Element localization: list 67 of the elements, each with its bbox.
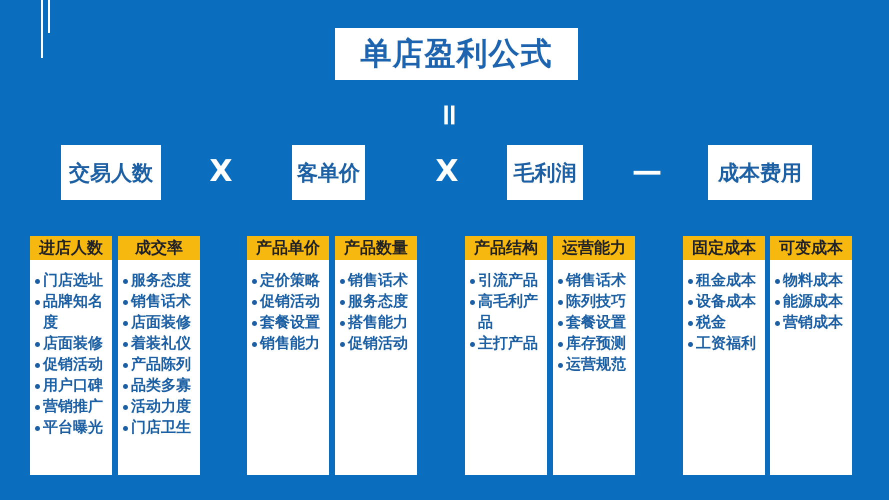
list-item: 营销推广 (43, 396, 103, 417)
list-item: 店面装修 (131, 312, 191, 333)
list-item: 平台曝光 (43, 417, 103, 438)
list-item: 引流产品 (478, 270, 538, 291)
list-item: 税金 (696, 312, 726, 333)
list-item: 门店选址 (43, 270, 103, 291)
column-header: 可变成本 (770, 236, 852, 260)
list-item: 促销活动 (43, 354, 103, 375)
list-item: 运营规范 (566, 354, 626, 375)
column-panel (683, 236, 765, 475)
term-box (507, 145, 583, 200)
list-item: 能源成本 (783, 291, 843, 312)
column-panel (247, 236, 329, 475)
term-box (292, 145, 365, 200)
list-item: 库存预测 (566, 333, 626, 354)
column-header: 产品结构 (465, 236, 547, 260)
column-header: 进店人数 (30, 236, 112, 260)
minus-sign: — (632, 156, 662, 188)
list-item: 工资福利 (696, 333, 756, 354)
list-item: 营销成本 (783, 312, 843, 333)
title: 单店盈利公式 (335, 28, 578, 80)
list-item: 品类多寡 (131, 375, 191, 396)
column-header: 运营能力 (553, 236, 635, 260)
term-box (708, 145, 812, 200)
term-box (61, 145, 161, 200)
term-label: 成本费用 (718, 160, 802, 186)
list-item: 活动力度 (131, 396, 191, 417)
list-item: 租金成本 (696, 270, 756, 291)
list-item: 着装礼仪 (131, 333, 191, 354)
list-item: 销售话术 (566, 270, 626, 291)
list-item: 套餐设置 (566, 312, 626, 333)
list-item: 套餐设置 (260, 312, 320, 333)
multiply-sign: X (435, 156, 459, 188)
column-header: 成交率 (118, 236, 200, 260)
list-item: 设备成本 (696, 291, 756, 312)
column-header: 产品数量 (335, 236, 417, 260)
list-item: 销售话术 (348, 270, 408, 291)
column-panel (770, 236, 852, 475)
column-panel (553, 236, 635, 475)
column-panel (118, 236, 200, 475)
list-item: 定价策略 (260, 270, 320, 291)
equals-sign: = (433, 102, 465, 128)
column-header: 产品单价 (247, 236, 329, 260)
term-label: 客单价 (297, 160, 360, 186)
list-item: 促销活动 (260, 291, 320, 312)
column-header: 固定成本 (683, 236, 765, 260)
list-item: 服务态度 (348, 291, 408, 312)
list-item: 服务态度 (131, 270, 191, 291)
column-panel (335, 236, 417, 475)
list-item: 产品陈列 (131, 354, 191, 375)
list-item: 主打产品 (478, 333, 538, 354)
column-panel (30, 236, 112, 475)
list-item: 促销活动 (348, 333, 408, 354)
term-label: 毛利润 (514, 160, 576, 186)
list-item: 陈列技巧 (566, 291, 626, 312)
term-label: 交易人数 (69, 160, 153, 186)
list-item: 店面装修 (43, 333, 103, 354)
list-item: 用户口碑 (43, 375, 103, 396)
list-item: 门店卫生 (131, 417, 191, 438)
list-item: 销售能力 (260, 333, 320, 354)
column-panel (465, 236, 547, 475)
list-item: 销售话术 (131, 291, 191, 312)
list-item: 品牌知名度 (43, 291, 104, 333)
list-item: 物料成本 (783, 270, 843, 291)
multiply-sign: X (209, 156, 233, 188)
list-item: 搭售能力 (348, 312, 408, 333)
list-item: 高毛利产品 (478, 291, 539, 333)
